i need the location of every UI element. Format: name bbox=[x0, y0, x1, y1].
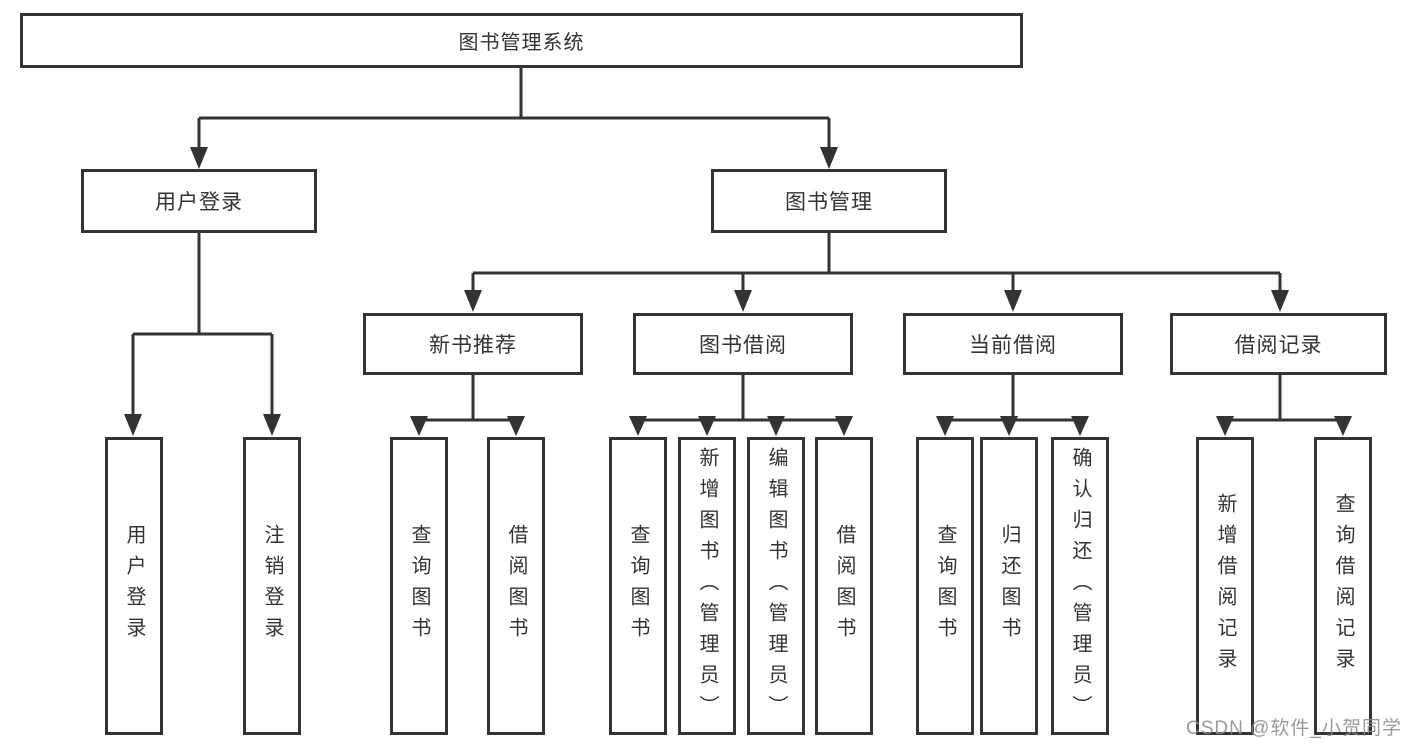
leaf-label: 借阅图书 bbox=[833, 524, 855, 648]
connector-book-borrow-children bbox=[636, 375, 846, 424]
leaf-add-borrow-record: 新增借阅记录 bbox=[1196, 437, 1254, 735]
arrowhead bbox=[1004, 290, 1022, 312]
node-book-borrow: 图书借阅 bbox=[633, 313, 853, 375]
connector-new-book-children bbox=[417, 375, 518, 424]
leaf-confirm-return-admin: 确认归还（管理员） bbox=[1051, 437, 1109, 735]
arrowhead bbox=[629, 416, 647, 436]
arrowhead bbox=[507, 416, 525, 436]
connector-user-login-children bbox=[131, 233, 274, 418]
arrowhead bbox=[464, 290, 482, 312]
arrowhead bbox=[767, 416, 785, 436]
leaf-query-books-borrow: 查询图书 bbox=[609, 437, 667, 735]
leaf-label: 借阅图书 bbox=[505, 524, 527, 648]
leaf-label: 确认归还（管理员） bbox=[1069, 446, 1091, 726]
arrowhead bbox=[1271, 290, 1289, 312]
leaf-label: 归还图书 bbox=[998, 524, 1020, 648]
leaf-borrow-books-recommend: 借阅图书 bbox=[487, 437, 545, 735]
node-label: 图书管理系统 bbox=[458, 32, 585, 54]
node-user-login: 用户登录 bbox=[81, 169, 317, 233]
arrowhead bbox=[1000, 416, 1018, 436]
connector-root-to-level1 bbox=[197, 68, 831, 152]
node-label: 图书借阅 bbox=[699, 334, 787, 357]
arrowhead bbox=[734, 290, 752, 312]
connector-lines bbox=[131, 68, 1345, 424]
arrowhead bbox=[835, 416, 853, 436]
node-current-borrow: 当前借阅 bbox=[903, 313, 1123, 375]
leaf-query-borrow-record: 查询借阅记录 bbox=[1314, 437, 1372, 735]
leaf-logout-login: 注销登录 bbox=[243, 437, 301, 735]
arrowhead bbox=[698, 416, 716, 436]
leaf-label: 编辑图书（管理员） bbox=[765, 446, 787, 726]
node-borrow-records: 借阅记录 bbox=[1170, 313, 1387, 375]
leaf-label: 查询图书 bbox=[408, 524, 430, 648]
arrowhead bbox=[410, 416, 428, 436]
node-new-book-recommend: 新书推荐 bbox=[363, 313, 583, 375]
leaf-query-books-current: 查询图书 bbox=[916, 437, 974, 735]
leaf-label: 查询图书 bbox=[627, 524, 649, 648]
leaf-label: 用户登录 bbox=[123, 524, 145, 648]
leaf-label: 注销登录 bbox=[261, 524, 283, 648]
leaf-label: 查询借阅记录 bbox=[1332, 493, 1354, 679]
leaf-query-books-recommend: 查询图书 bbox=[390, 437, 448, 735]
leaf-label: 新增图书（管理员） bbox=[696, 446, 718, 726]
arrowhead bbox=[190, 147, 208, 169]
leaf-label: 查询图书 bbox=[934, 524, 956, 648]
connector-borrow-records-children bbox=[1223, 375, 1345, 424]
arrowhead bbox=[1216, 416, 1234, 436]
arrowhead bbox=[820, 147, 838, 169]
node-label: 新书推荐 bbox=[429, 334, 517, 357]
csdn-watermark: CSDN @软件_小贺同学 bbox=[1186, 718, 1402, 739]
leaf-edit-book-admin: 编辑图书（管理员） bbox=[747, 437, 805, 735]
node-label: 用户登录 bbox=[155, 191, 243, 214]
leaf-label: 新增借阅记录 bbox=[1214, 493, 1236, 679]
node-book-management: 图书管理 bbox=[711, 169, 947, 233]
arrowhead bbox=[263, 414, 281, 436]
leaf-return-book: 归还图书 bbox=[980, 437, 1038, 735]
node-library-management-system: 图书管理系统 bbox=[20, 13, 1023, 68]
arrowhead bbox=[936, 416, 954, 436]
node-label: 图书管理 bbox=[785, 191, 873, 214]
leaf-user-login: 用户登录 bbox=[105, 437, 163, 735]
arrowhead bbox=[1334, 416, 1352, 436]
arrowheads bbox=[124, 147, 1352, 436]
arrowhead bbox=[124, 414, 142, 436]
node-label: 当前借阅 bbox=[969, 334, 1057, 357]
arrowhead bbox=[1071, 416, 1089, 436]
leaf-borrow-books-borrow: 借阅图书 bbox=[815, 437, 873, 735]
connector-book-mgmt-to-level2 bbox=[471, 233, 1282, 294]
node-label: 借阅记录 bbox=[1234, 334, 1323, 357]
leaf-add-book-admin: 新增图书（管理员） bbox=[678, 437, 736, 735]
